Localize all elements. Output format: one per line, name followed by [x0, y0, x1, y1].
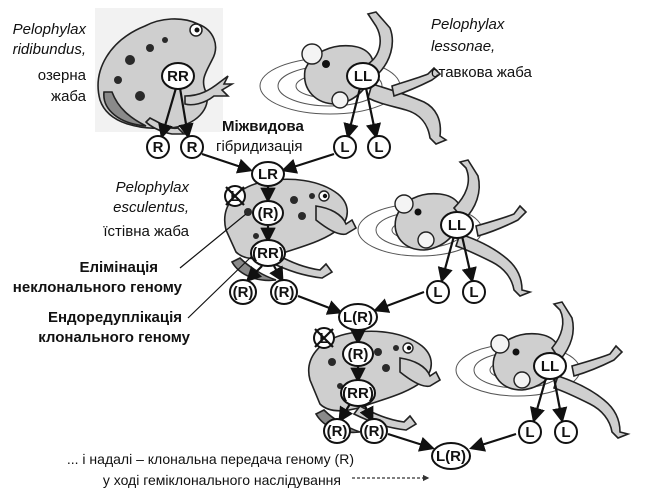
- svg-text:гібридизація: гібридизація: [216, 138, 303, 155]
- label-ridibundus: Pelophylax ridibundus, озерна жаба: [13, 21, 87, 105]
- arrows: [158, 87, 568, 452]
- svg-text:озерна: озерна: [38, 67, 87, 84]
- gamete-L-3: L: [426, 280, 450, 304]
- svg-text:ставкова жаба: ставкова жаба: [431, 64, 533, 81]
- svg-text:(RR): (RR): [252, 245, 284, 262]
- svg-text:клонального геному: клонального геному: [38, 329, 190, 346]
- genome-R-clonal: (R): [252, 200, 284, 226]
- eliminated-genome-1: L: [224, 185, 246, 207]
- genome-R-clonal-2: (R): [342, 341, 374, 367]
- genome-RR-endoreduplicated-2: (RR): [340, 379, 376, 407]
- svg-text:L: L: [469, 284, 478, 301]
- genome-LRc-final: L(R): [431, 442, 471, 470]
- svg-text:LL: LL: [448, 217, 466, 234]
- gamete-R-1: R: [146, 135, 170, 159]
- svg-text:(R): (R): [327, 423, 348, 440]
- frog-lessonae-illustration-2: [357, 159, 533, 297]
- gamete-Rc-3: (R): [323, 418, 351, 444]
- genome-LRc-2nd: L(R): [338, 303, 378, 331]
- svg-text:L(R): L(R): [436, 448, 466, 465]
- genome-LL-parent: LL: [346, 62, 380, 90]
- svg-text:у ході геміклонального насліду: у ході геміклонального наслідування: [103, 472, 341, 488]
- svg-text:L: L: [525, 424, 534, 441]
- svg-text:Pelophylax: Pelophylax: [431, 16, 505, 33]
- frog-esculentus-illustration: [223, 178, 358, 282]
- svg-text:Елімінація: Елімінація: [79, 259, 158, 276]
- gamete-Rc-2: (R): [270, 279, 298, 305]
- svg-text:L: L: [433, 284, 442, 301]
- genome-RR-parent: RR: [161, 62, 195, 90]
- label-hemiclonal-note: ... і надалі – клональна передача геному…: [67, 451, 354, 488]
- svg-text:Ендоредуплікація: Ендоредуплікація: [48, 309, 182, 326]
- genome-RR-endoreduplicated: (RR): [250, 239, 286, 267]
- frog-esculentus-illustration-2: [307, 330, 442, 434]
- gamete-L-6: L: [554, 420, 578, 444]
- svg-text:Міжвидова: Міжвидова: [222, 118, 304, 135]
- frog-ridibundus-illustration: [95, 8, 235, 135]
- svg-text:ridibundus,: ridibundus,: [13, 41, 86, 58]
- label-pointers: [179, 213, 253, 319]
- svg-text:esculentus,: esculentus,: [113, 199, 189, 216]
- svg-text:L(R): L(R): [343, 309, 373, 326]
- svg-text:їстівна жаба: їстівна жаба: [102, 223, 189, 240]
- svg-text:неклонального геному: неклонального геному: [13, 279, 183, 296]
- frog-lessonae-illustration: [259, 11, 448, 145]
- svg-text:(R): (R): [348, 346, 369, 363]
- svg-text:(R): (R): [258, 205, 279, 222]
- svg-text:LL: LL: [541, 358, 559, 375]
- label-elimination: Елімінація неклонального геному: [13, 259, 183, 296]
- svg-text:LL: LL: [354, 68, 372, 85]
- svg-text:L: L: [561, 424, 570, 441]
- svg-text:(RR): (RR): [342, 385, 374, 402]
- label-hybridization: Міжвидова гібридизація: [216, 118, 304, 155]
- label-endoreduplication: Ендоредуплікація клонального геному: [38, 309, 190, 346]
- svg-text:Pelophylax: Pelophylax: [13, 21, 87, 38]
- gamete-L-5: L: [518, 420, 542, 444]
- svg-text:L: L: [340, 139, 349, 156]
- gamete-L-1: L: [333, 135, 357, 159]
- svg-text:(R): (R): [364, 423, 385, 440]
- label-esculentus: Pelophylax esculentus, їстівна жаба: [102, 179, 189, 240]
- gamete-L-2: L: [367, 135, 391, 159]
- svg-text:Pelophylax: Pelophylax: [116, 179, 190, 196]
- svg-text:R: R: [153, 139, 164, 156]
- label-lessonae: Pelophylax lessonae, ставкова жаба: [431, 16, 533, 81]
- gamete-L-4: L: [462, 280, 486, 304]
- svg-text:жаба: жаба: [51, 88, 87, 105]
- svg-text:LR: LR: [258, 166, 278, 183]
- svg-text:R: R: [187, 139, 198, 156]
- gamete-R-2: R: [180, 135, 204, 159]
- genome-LL-bottom: LL: [533, 352, 567, 380]
- gamete-Rc-1: (R): [229, 279, 257, 305]
- svg-text:lessonae,: lessonae,: [431, 38, 495, 55]
- svg-text:(R): (R): [233, 284, 254, 301]
- genome-LR-hybrid: LR: [251, 161, 285, 187]
- genome-LL-middle: LL: [440, 211, 474, 239]
- eliminated-genome-2: L: [313, 327, 335, 349]
- gamete-Rc-4: (R): [360, 418, 388, 444]
- svg-text:RR: RR: [167, 68, 189, 85]
- svg-text:(R): (R): [274, 284, 295, 301]
- svg-text:... і надалі – клональна перед: ... і надалі – клональна передача геному…: [67, 451, 354, 467]
- svg-text:L: L: [374, 139, 383, 156]
